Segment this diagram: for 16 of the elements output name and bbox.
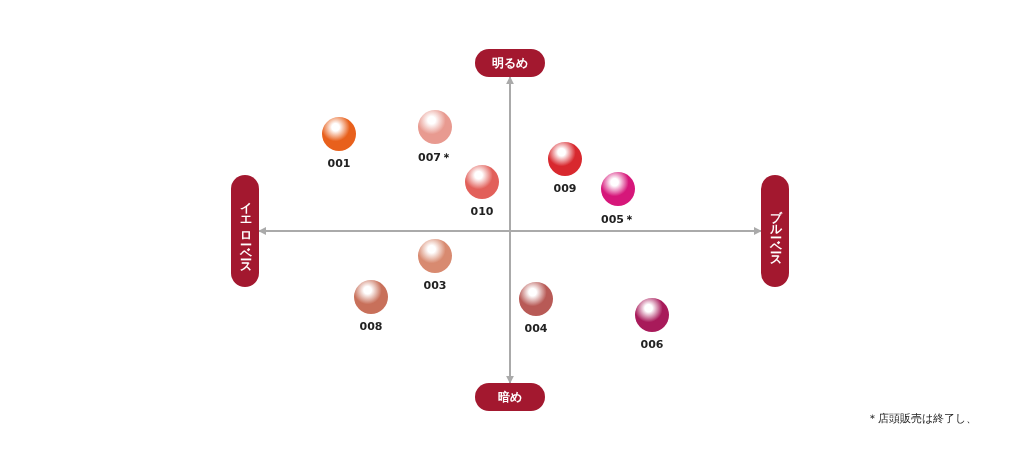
axis-label: 暗め bbox=[475, 383, 545, 411]
shade-number: 003 bbox=[423, 279, 447, 292]
shade-number: 008 bbox=[359, 320, 383, 333]
shade-number: 006 bbox=[640, 338, 664, 351]
axis-label: 明るめ bbox=[475, 49, 545, 77]
axis-arrow bbox=[506, 76, 514, 384]
shade-number: 009 bbox=[553, 182, 577, 195]
shade-number: 010 bbox=[470, 205, 494, 218]
axis-label: イエローベース bbox=[231, 175, 259, 287]
shade-number: 005＊ bbox=[601, 212, 635, 227]
shade-number: 004 bbox=[524, 322, 548, 335]
axis-label: ブルーベース bbox=[761, 175, 789, 287]
shade-number: 001 bbox=[327, 157, 351, 170]
footnote: ＊店頭販売は終了し、 bbox=[867, 411, 977, 426]
shade-number: 007＊ bbox=[418, 150, 452, 165]
axis-arrow bbox=[258, 227, 762, 235]
